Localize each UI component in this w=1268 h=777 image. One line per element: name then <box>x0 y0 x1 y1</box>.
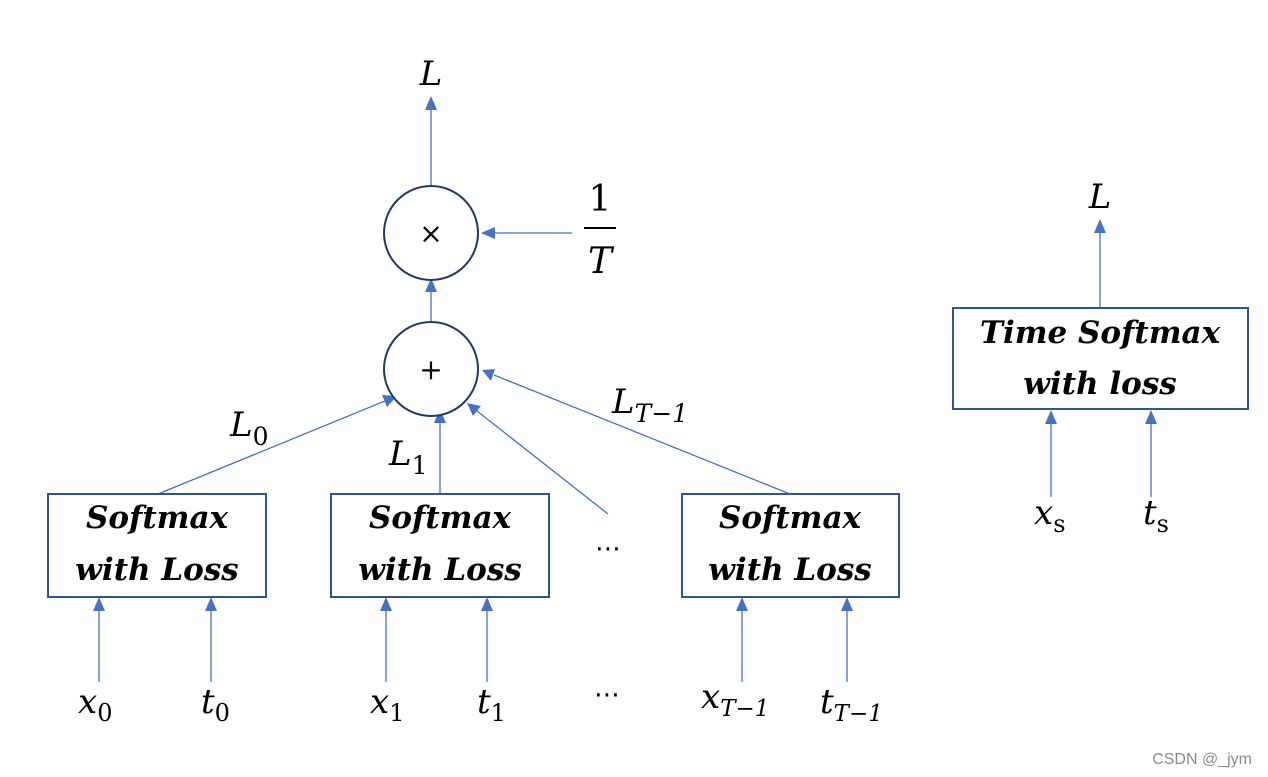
input-t-last: tT−1 <box>820 682 883 727</box>
softmax-block-0-line2: with Loss <box>75 552 239 588</box>
ellipsis-inputs: ⋯ <box>594 680 620 710</box>
input-xs: xs <box>1034 493 1066 538</box>
input-t0: t0 <box>201 682 230 727</box>
loss-label-1: L1 <box>388 434 427 480</box>
arrowhead-x1 <box>380 597 392 611</box>
arrowhead-t0 <box>205 597 217 611</box>
time-softmax-block <box>952 307 1249 410</box>
input-x1: x1 <box>370 682 404 727</box>
time-softmax-line2: with loss <box>1023 366 1176 402</box>
time-softmax-line1: Time Softmax <box>980 315 1221 351</box>
softmax-block-0-line1: Softmax <box>86 500 229 536</box>
edge-loss-ellipsis <box>476 410 609 515</box>
output-label: L <box>419 54 443 94</box>
arrowhead-x-last <box>736 597 748 611</box>
arrowhead-output <box>425 96 437 110</box>
softmax-block-0 <box>47 493 267 598</box>
softmax-block-last-line2: with Loss <box>708 552 872 588</box>
input-x-last: xT−1 <box>701 677 769 722</box>
softmax-block-last-line1: Softmax <box>719 500 862 536</box>
multiply-node <box>383 185 479 281</box>
loss-label-last: LT−1 <box>611 382 688 428</box>
arrowhead-xs <box>1045 410 1057 424</box>
softmax-block-1 <box>330 493 550 598</box>
arrowhead-scale <box>481 227 495 239</box>
scale-denominator: T <box>588 241 615 282</box>
watermark: CSDN @_jym <box>1152 751 1252 768</box>
scale-numerator: 1 <box>589 179 612 220</box>
ellipsis-blocks: ⋯ <box>595 534 621 564</box>
arrowhead-time-output <box>1094 219 1106 233</box>
input-t1: t1 <box>477 682 506 727</box>
sum-node <box>383 321 479 417</box>
arrowhead-sum-to-multiply <box>425 278 437 292</box>
arrowhead-ts <box>1145 410 1157 424</box>
edge-loss-0 <box>157 400 386 495</box>
softmax-block-1-line2: with Loss <box>358 552 522 588</box>
arrowhead-loss-ellipsis <box>467 403 481 416</box>
arrowhead-t1 <box>481 597 493 611</box>
edge-loss-last <box>493 374 791 495</box>
time-output-label: L <box>1088 177 1112 217</box>
sum-symbol: + <box>419 353 442 386</box>
arrowhead-loss-last <box>482 369 495 381</box>
arrowhead-t-last <box>841 597 853 611</box>
softmax-block-1-line1: Softmax <box>369 500 512 536</box>
input-x0: x0 <box>78 682 112 727</box>
arrowhead-x0 <box>93 597 105 611</box>
loss-label-0: L0 <box>229 405 268 451</box>
softmax-block-last <box>681 493 900 598</box>
input-ts: ts <box>1143 493 1169 538</box>
multiply-symbol: × <box>419 217 442 250</box>
